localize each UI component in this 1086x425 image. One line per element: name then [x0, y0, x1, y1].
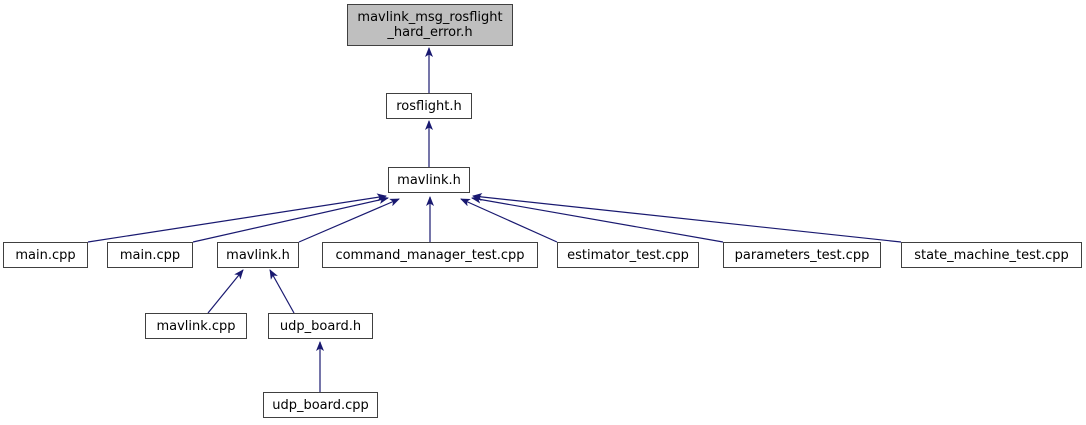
- node-main_cpp_2[interactable]: main.cpp: [107, 242, 193, 268]
- node-label-state_machine_test_cpp: state_machine_test.cpp: [914, 247, 1069, 263]
- node-label-estimator_test_cpp: estimator_test.cpp: [567, 247, 689, 263]
- node-command_manager_test_cpp[interactable]: command_manager_test.cpp: [322, 242, 538, 268]
- node-mavlink_h_top[interactable]: mavlink.h: [388, 167, 470, 193]
- node-label-parameters_test_cpp: parameters_test.cpp: [734, 247, 870, 263]
- edge-mavlink_cpp-to-mavlink_h_mid: [207, 269, 244, 314]
- node-label-mavlink_h_top: mavlink.h: [397, 172, 461, 188]
- node-label-main_cpp_2: main.cpp: [119, 247, 181, 263]
- edge-estimator_test_cpp-to-mavlink_h_top: [460, 198, 558, 243]
- edge-main_cpp_1-to-mavlink_h_top: [87, 193, 387, 243]
- node-mavlink_h_mid[interactable]: mavlink.h: [217, 242, 299, 268]
- node-rosflight_h[interactable]: rosflight.h: [386, 93, 472, 119]
- node-main_cpp_1[interactable]: main.cpp: [3, 242, 88, 268]
- node-label-mavlink_h_mid: mavlink.h: [226, 247, 290, 263]
- node-udp_board_h[interactable]: udp_board.h: [268, 313, 373, 339]
- node-label-command_manager_test_cpp: command_manager_test.cpp: [335, 247, 525, 263]
- node-root[interactable]: mavlink_msg_rosflight _hard_error.h: [347, 4, 513, 46]
- node-label-udp_board_h: udp_board.h: [279, 318, 362, 334]
- node-label-mavlink_cpp: mavlink.cpp: [156, 318, 236, 334]
- node-mavlink_cpp[interactable]: mavlink.cpp: [145, 313, 247, 339]
- node-label-udp_board_cpp: udp_board.cpp: [272, 397, 369, 413]
- edge-main_cpp_2-to-mavlink_h_top: [192, 196, 389, 243]
- node-estimator_test_cpp[interactable]: estimator_test.cpp: [557, 242, 699, 268]
- node-udp_board_cpp[interactable]: udp_board.cpp: [263, 392, 378, 418]
- edge-state_machine_test_cpp-to-mavlink_h_top: [472, 192, 902, 243]
- node-label-root: mavlink_msg_rosflight _hard_error.h: [357, 10, 503, 40]
- edge-mavlink_h_mid-to-mavlink_h_top: [298, 198, 400, 243]
- node-state_machine_test_cpp[interactable]: state_machine_test.cpp: [901, 242, 1082, 268]
- node-label-rosflight_h: rosflight.h: [396, 98, 462, 114]
- node-parameters_test_cpp[interactable]: parameters_test.cpp: [723, 242, 881, 268]
- node-label-main_cpp_1: main.cpp: [15, 247, 76, 263]
- edge-udp_board_h-to-mavlink_h_mid: [269, 269, 295, 314]
- edge-parameters_test_cpp-to-mavlink_h_top: [471, 195, 724, 243]
